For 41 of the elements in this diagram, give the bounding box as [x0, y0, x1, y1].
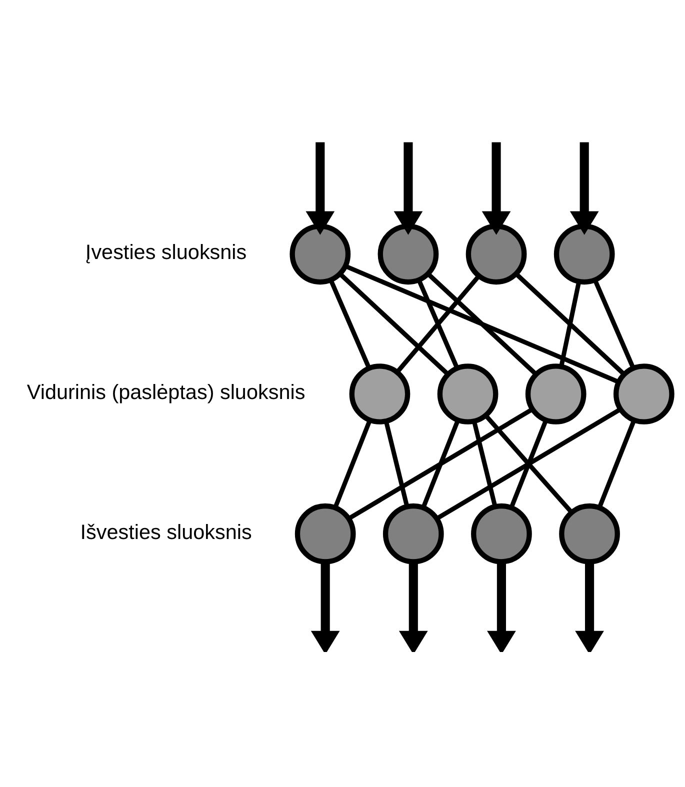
- label: Išvesties sluoksnis: [80, 520, 252, 544]
- node-circle: [294, 502, 356, 564]
- connector: [344, 264, 620, 384]
- arrow: [310, 561, 340, 652]
- connector: [333, 419, 372, 508]
- connector: [328, 278, 372, 368]
- arrow: [487, 561, 516, 652]
- connector: [514, 272, 626, 376]
- arrow: [398, 561, 428, 652]
- node-circle: [466, 223, 527, 284]
- node-circle: [437, 363, 498, 424]
- label: Vidurinis (paslėptas) sluoksnis: [26, 380, 306, 404]
- connector: [421, 419, 460, 508]
- connector: [384, 420, 410, 506]
- connector: [395, 274, 480, 374]
- connector: [484, 414, 574, 514]
- node-circle: [290, 223, 351, 284]
- connector: [597, 419, 636, 508]
- node-circle: [525, 363, 586, 424]
- node-circle: [554, 223, 615, 284]
- arrow: [482, 142, 511, 234]
- connector: [472, 420, 498, 506]
- arrow: [306, 142, 335, 234]
- connector: [338, 272, 450, 376]
- connector: [559, 280, 582, 366]
- connector: [592, 278, 636, 368]
- connector: [348, 406, 534, 520]
- node-circle: [471, 502, 532, 564]
- label: Įvesties sluoksnis: [85, 240, 247, 264]
- arrow: [570, 142, 599, 234]
- arrow: [394, 142, 423, 234]
- connector: [509, 419, 548, 508]
- node-circle: [349, 363, 410, 424]
- node-circle: [378, 223, 439, 284]
- node-circle: [382, 502, 444, 564]
- node-circle: [559, 502, 620, 564]
- connector: [426, 272, 538, 376]
- node-circle: [614, 363, 674, 424]
- arrow: [575, 561, 604, 652]
- connector: [416, 278, 460, 368]
- connector: [436, 406, 622, 520]
